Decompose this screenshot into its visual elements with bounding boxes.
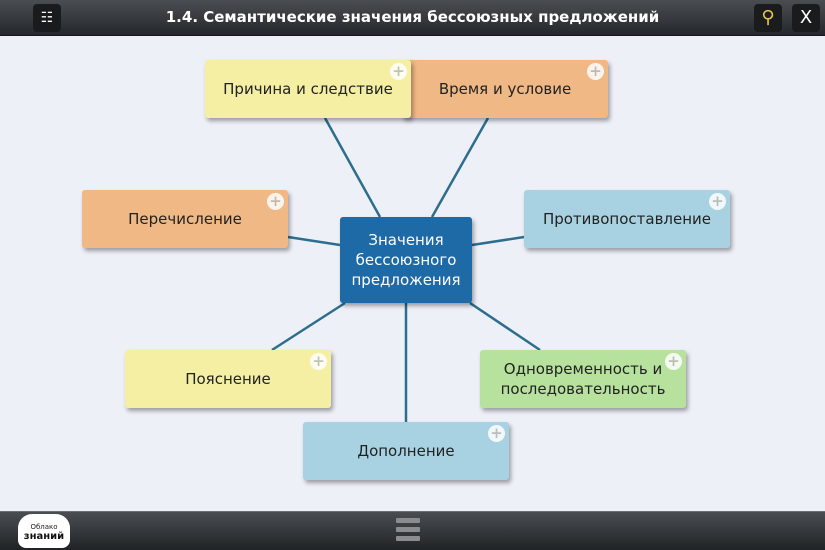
node-label: Время и условие	[438, 80, 572, 98]
logo-top-text: Облако	[30, 523, 58, 531]
search-icon[interactable]: ⚲	[754, 4, 782, 32]
node-explanation[interactable]: Пояснение +	[125, 350, 331, 408]
hamburger-menu-icon[interactable]	[396, 518, 420, 545]
connector-line	[287, 235, 341, 247]
node-label: Дополнение	[357, 442, 455, 460]
plus-icon[interactable]: +	[709, 193, 726, 210]
close-button[interactable]: X	[792, 4, 820, 32]
center-node: Значения бессоюзного предложения	[340, 217, 472, 303]
plus-icon[interactable]: +	[488, 425, 505, 442]
center-label: Значения бессоюзного предложения	[351, 231, 461, 289]
logo-bottom-text: знаний	[23, 531, 65, 542]
node-label: Одновременность и последовательность	[500, 360, 666, 398]
connector-line	[469, 301, 541, 352]
connector-line	[430, 117, 490, 218]
node-time-condition[interactable]: Время и условие +	[402, 60, 608, 118]
node-addition[interactable]: Дополнение +	[303, 422, 509, 480]
plus-icon[interactable]: +	[665, 353, 682, 370]
node-label: Противопоставление	[542, 210, 712, 228]
page-title: 1.4. Семантические значения бессоюзных п…	[165, 8, 660, 26]
node-label: Пояснение	[185, 370, 271, 388]
node-simultaneity-sequence[interactable]: Одновременность и последовательность+	[480, 350, 686, 408]
top-bar: ☷ 1.4. Семантические значения бессоюзных…	[0, 0, 825, 36]
node-cause-effect[interactable]: Причина и следствие+	[205, 60, 411, 118]
node-label: Причина и следствие	[223, 80, 393, 98]
plus-icon[interactable]: +	[267, 193, 284, 210]
node-enumeration[interactable]: Перечисление +	[82, 190, 288, 248]
connector-line	[471, 235, 525, 247]
plus-icon[interactable]: +	[310, 353, 327, 370]
node-opposition[interactable]: Противопоставление+	[524, 190, 730, 248]
connector-line	[323, 117, 382, 218]
connector-line	[271, 301, 346, 352]
grid-menu-icon[interactable]: ☷	[33, 4, 61, 32]
plus-icon[interactable]: +	[390, 63, 407, 80]
plus-icon[interactable]: +	[587, 63, 604, 80]
node-label: Перечисление	[128, 210, 242, 228]
